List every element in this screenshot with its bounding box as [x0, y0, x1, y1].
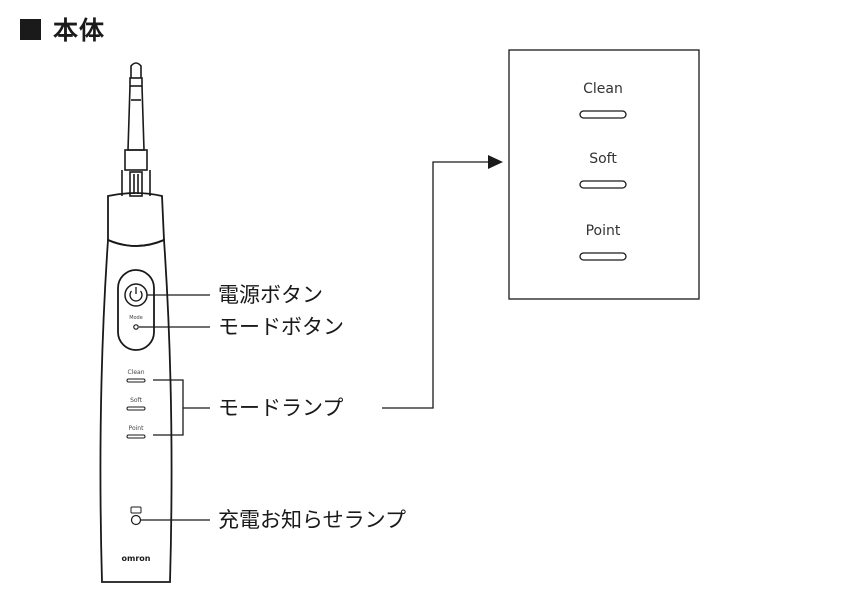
mode-lamp-callout: モードランプ — [218, 396, 344, 420]
detail-panel — [508, 49, 700, 300]
heading-title: 本体 — [53, 16, 106, 45]
detail-soft-lamp — [579, 180, 627, 189]
detail-clean-lamp — [579, 110, 627, 119]
heading-square-icon — [20, 18, 41, 40]
mode-button-text: Mode — [129, 315, 143, 321]
brand-logo: omron — [122, 554, 151, 563]
arrow-head-icon — [488, 155, 503, 169]
handle-point-lamp — [126, 434, 146, 439]
brush-shaft — [121, 62, 151, 197]
handle-soft-text: Soft — [130, 397, 142, 404]
handle-soft-lamp — [126, 406, 146, 411]
handle-clean-lamp — [126, 378, 146, 383]
detail-lamps — [579, 110, 627, 261]
leader-lines — [139, 161, 490, 521]
detail-point-lamp — [579, 252, 627, 261]
section-heading: 本体 — [20, 12, 105, 46]
power-icon — [129, 290, 143, 302]
handle-mode-lamps: Clean Soft Point — [126, 369, 146, 439]
battery-icon — [130, 506, 142, 514]
charge-lamp — [130, 506, 142, 526]
power-button-callout: 電源ボタン — [218, 283, 323, 307]
charge-lamp-callout: 充電お知らせランプ — [218, 508, 406, 532]
detail-soft-label: Soft — [589, 151, 617, 167]
handle-clean-text: Clean — [127, 369, 144, 376]
detail-point-label: Point — [585, 223, 621, 239]
handle-point-text: Point — [129, 425, 145, 432]
power-button[interactable] — [124, 283, 148, 307]
handle-body — [99, 192, 173, 583]
detail-clean-label: Clean — [583, 81, 623, 97]
mode-button[interactable] — [133, 324, 139, 330]
mode-button-callout: モードボタン — [218, 315, 344, 339]
